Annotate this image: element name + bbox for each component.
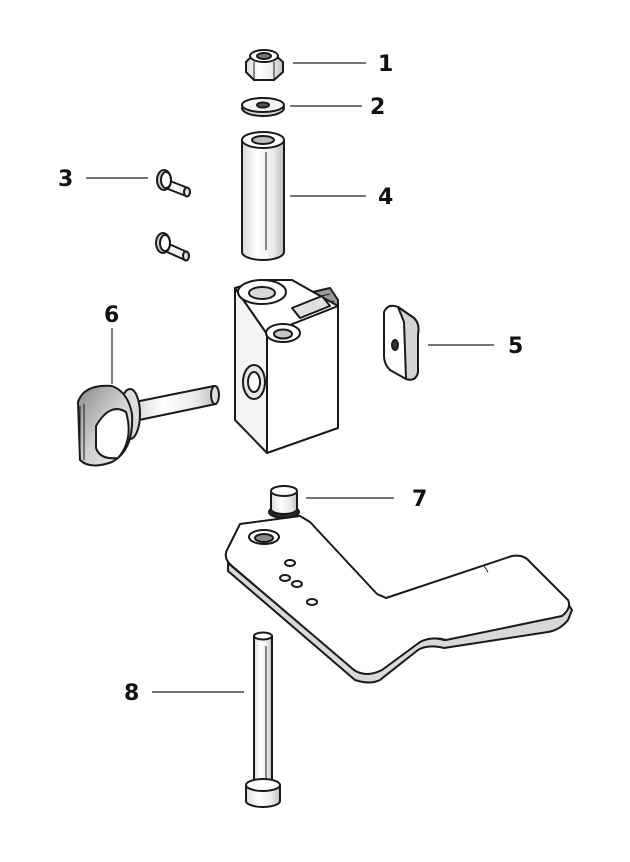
- part-5-slot-nut: [383, 304, 420, 381]
- part-2-washer: [241, 97, 285, 117]
- callout-7: 7: [412, 487, 427, 512]
- part-6-knob-screw: [77, 384, 220, 467]
- part-1-lock-nut: [245, 49, 284, 81]
- callout-8: 8: [124, 681, 139, 706]
- leader-lines: [86, 62, 494, 693]
- callout-5: 5: [508, 334, 523, 359]
- callout-2: 2: [370, 95, 385, 120]
- callout-3: 3: [58, 167, 73, 192]
- part-7-bushing: [268, 485, 300, 519]
- part-3-screw-lower: [155, 232, 190, 262]
- part-4-spacer-tube: [241, 131, 285, 261]
- base-plate: [224, 515, 573, 684]
- part-3-screw-upper: [156, 169, 191, 198]
- housing-block: [234, 279, 339, 454]
- callout-4: 4: [378, 185, 393, 210]
- callout-6: 6: [104, 303, 119, 328]
- callout-labels: 1 2 3 4 5 6 7 8: [58, 52, 523, 706]
- callout-1: 1: [378, 52, 393, 77]
- part-8-long-bolt: [245, 631, 281, 808]
